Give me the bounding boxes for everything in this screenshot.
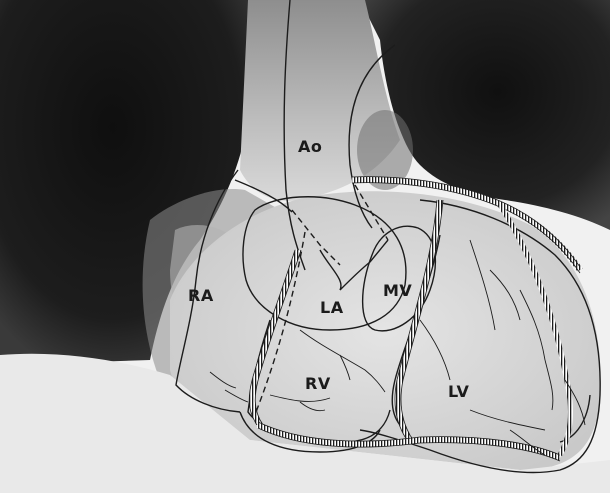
aorta-label: Ao xyxy=(298,137,322,156)
left-atrium-label: LA xyxy=(320,298,344,317)
mitral-valve-label: MV xyxy=(383,281,412,300)
right-atrium-label: RA xyxy=(188,286,214,305)
right-ventricle-label: RV xyxy=(305,374,331,393)
left-ventricle-label: LV xyxy=(448,382,469,401)
